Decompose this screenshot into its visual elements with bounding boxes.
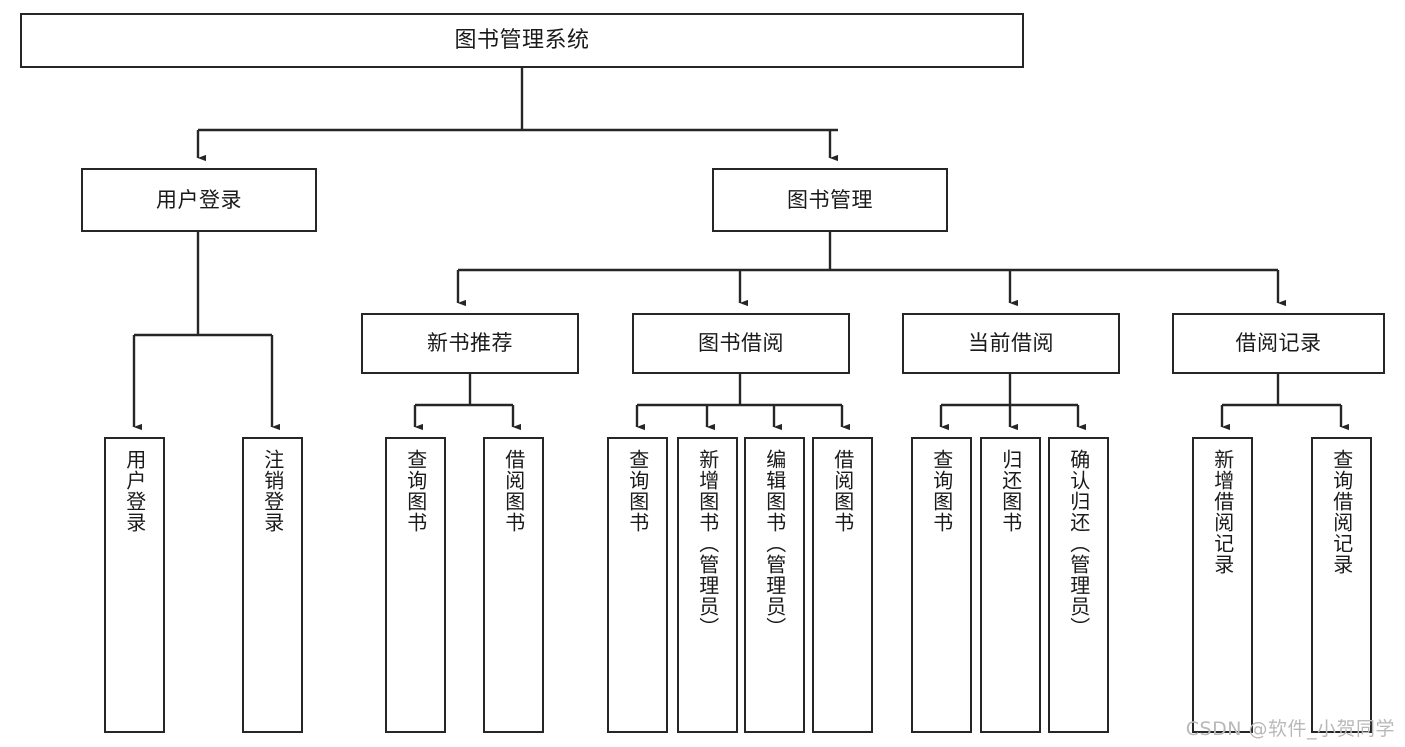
node-book-manage[interactable]: 图书管理	[712, 168, 948, 232]
node-label: 借阅图书	[501, 449, 526, 533]
node-leaf-confirm-return[interactable]: 确认归还（管理员）	[1048, 437, 1109, 733]
node-label: 图书借阅	[698, 331, 784, 356]
node-label: 注销登录	[260, 449, 285, 533]
node-leaf-edit-book[interactable]: 编辑图书（管理员）	[744, 437, 805, 733]
node-leaf-query-book-1[interactable]: 查询图书	[385, 437, 446, 733]
node-leaf-borrow-book-2[interactable]: 借阅图书	[812, 437, 873, 733]
node-leaf-user-logout[interactable]: 注销登录	[242, 437, 303, 733]
node-current-borrow[interactable]: 当前借阅	[902, 313, 1120, 374]
node-label: 图书管理系统	[454, 27, 590, 53]
node-borrow-record[interactable]: 借阅记录	[1172, 313, 1385, 374]
node-label: 新增借阅记录	[1210, 449, 1235, 575]
node-root-system[interactable]: 图书管理系统	[20, 13, 1024, 68]
node-label: 借阅记录	[1235, 331, 1322, 356]
node-leaf-query-book-2[interactable]: 查询图书	[607, 437, 668, 733]
node-label: 图书管理	[787, 187, 873, 212]
node-label: 新增图书（管理员）	[695, 449, 720, 638]
node-label: 新书推荐	[427, 331, 513, 356]
node-label: 用户登录	[156, 187, 242, 212]
node-leaf-add-book[interactable]: 新增图书（管理员）	[677, 437, 738, 733]
node-label: 归还图书	[998, 449, 1023, 533]
node-label: 借阅图书	[830, 449, 855, 533]
node-new-book-recommend[interactable]: 新书推荐	[361, 313, 579, 374]
node-leaf-query-record[interactable]: 查询借阅记录	[1311, 437, 1372, 733]
node-label: 查询图书	[625, 449, 650, 533]
watermark-label: CSDN @软件_小贺同学	[1185, 718, 1395, 740]
node-book-borrow[interactable]: 图书借阅	[632, 313, 850, 374]
node-label: 查询图书	[929, 449, 954, 533]
node-user-login[interactable]: 用户登录	[81, 168, 317, 232]
node-label: 用户登录	[122, 449, 147, 533]
node-leaf-add-record[interactable]: 新增借阅记录	[1192, 437, 1253, 733]
node-label: 编辑图书（管理员）	[762, 449, 787, 638]
node-label: 查询借阅记录	[1329, 449, 1354, 575]
node-leaf-user-login[interactable]: 用户登录	[104, 437, 165, 733]
node-leaf-query-book-3[interactable]: 查询图书	[911, 437, 972, 733]
node-leaf-return-book[interactable]: 归还图书	[980, 437, 1041, 733]
node-label: 确认归还（管理员）	[1066, 449, 1091, 638]
node-leaf-borrow-book-1[interactable]: 借阅图书	[483, 437, 544, 733]
node-label: 查询图书	[403, 449, 428, 533]
node-label: 当前借阅	[968, 331, 1054, 356]
